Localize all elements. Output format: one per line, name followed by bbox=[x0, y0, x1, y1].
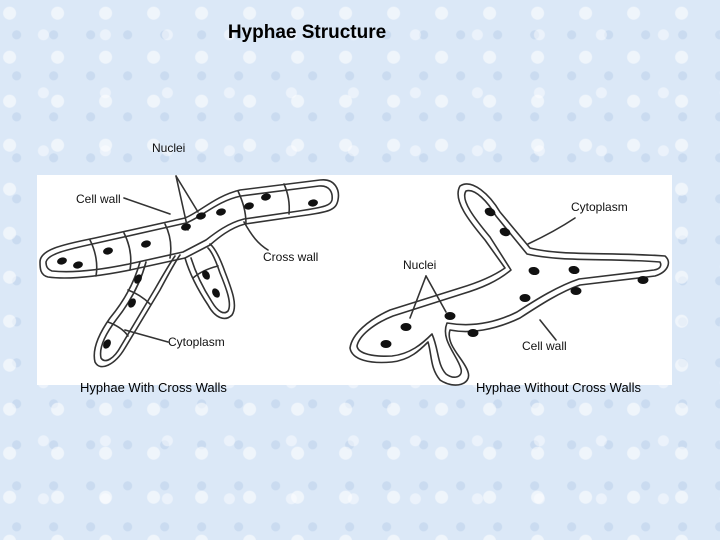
nuclei-pointer bbox=[175, 175, 199, 213]
nucleus bbox=[380, 340, 392, 348]
nuclei-group bbox=[57, 193, 649, 349]
nucleus bbox=[261, 193, 271, 201]
cross-wall bbox=[89, 239, 98, 277]
label-right-cytoplasm: Cytoplasm bbox=[571, 200, 628, 214]
cross-wall-pointer bbox=[243, 221, 269, 251]
nucleus bbox=[141, 240, 151, 248]
label-right-nuclei: Nuclei bbox=[403, 258, 437, 272]
nucleus bbox=[212, 288, 220, 298]
caption-left: Hyphae With Cross Walls bbox=[80, 380, 227, 395]
label-left-nuclei: Nuclei bbox=[152, 141, 186, 155]
nucleus bbox=[196, 212, 206, 220]
cross-wall bbox=[164, 223, 172, 259]
nucleus bbox=[519, 294, 531, 302]
nucleus bbox=[73, 261, 83, 269]
nucleus bbox=[444, 312, 456, 320]
nucleus bbox=[103, 339, 111, 349]
nucleus bbox=[568, 265, 580, 275]
nuclei-pointer bbox=[409, 275, 427, 319]
nucleus bbox=[308, 199, 318, 207]
septate-branch-2-inner bbox=[190, 247, 231, 314]
label-left-cell-wall: Cell wall bbox=[76, 192, 121, 206]
nucleus bbox=[57, 257, 67, 265]
nuclei-pointer bbox=[175, 175, 189, 231]
label-right-cell-wall: Cell wall bbox=[522, 339, 567, 353]
coenocytic-inner-wall bbox=[356, 189, 662, 378]
cross-wall bbox=[123, 232, 132, 271]
nucleus bbox=[467, 329, 479, 337]
septate-branch-1 bbox=[93, 254, 181, 368]
nucleus bbox=[103, 247, 113, 255]
nucleus bbox=[128, 298, 136, 308]
cytoplasm-pointer bbox=[527, 217, 576, 245]
coenocytic-hypha bbox=[349, 183, 670, 386]
cross-wall bbox=[107, 321, 129, 337]
septate-branch-1-inner bbox=[99, 255, 176, 362]
coenocytic-outer-wall bbox=[349, 183, 670, 386]
cell-wall-pointer bbox=[539, 319, 557, 341]
diagram-panel bbox=[37, 175, 672, 385]
nucleus bbox=[216, 208, 226, 216]
nucleus bbox=[499, 227, 511, 237]
septate-inner-wall bbox=[45, 185, 333, 273]
septate-branch-2 bbox=[184, 243, 236, 320]
nucleus bbox=[400, 323, 412, 331]
nucleus bbox=[244, 202, 254, 210]
cross-wall bbox=[237, 190, 247, 225]
cross-wall bbox=[283, 183, 291, 215]
cell-wall-pointer bbox=[123, 197, 171, 215]
nucleus bbox=[134, 274, 142, 284]
nuclei-pointer bbox=[425, 275, 447, 313]
cytoplasm-pointer bbox=[124, 329, 169, 343]
caption-right: Hyphae Without Cross Walls bbox=[476, 380, 641, 395]
nucleus bbox=[637, 276, 649, 284]
cross-wall bbox=[127, 289, 151, 305]
label-left-cytoplasm: Cytoplasm bbox=[168, 335, 225, 349]
nucleus bbox=[484, 207, 496, 217]
nucleus bbox=[181, 223, 191, 231]
label-cross-wall: Cross wall bbox=[263, 250, 319, 264]
page-title: Hyphae Structure bbox=[227, 22, 387, 43]
nucleus bbox=[528, 266, 540, 276]
nucleus bbox=[570, 287, 582, 295]
nucleus bbox=[202, 270, 210, 280]
